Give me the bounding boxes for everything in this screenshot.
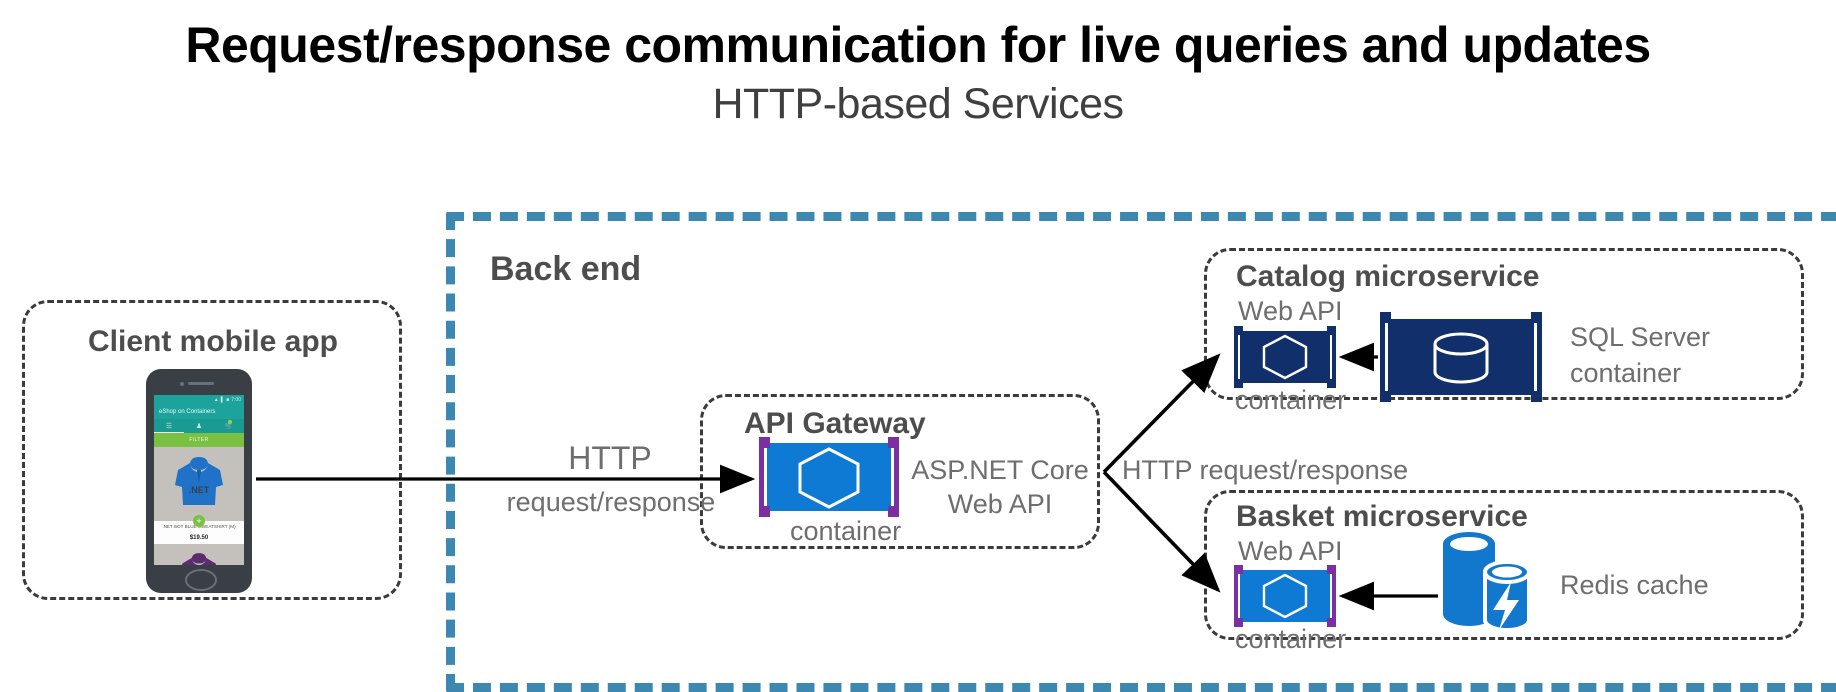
sql-server-label-line1: SQL Server (1570, 322, 1711, 352)
phone-speaker (188, 382, 214, 385)
next-product-photo (154, 544, 244, 565)
phone-mockup: ▲ ▌ ■ 7:00 eShop on Containers ☰ ♟ 🛒 FIL… (146, 369, 252, 593)
page-title: Request/response communication for live … (185, 17, 1651, 73)
phone-camera-icon (180, 382, 184, 386)
phone-status-bar: ▲ ▌ ■ 7:00 (154, 395, 244, 404)
battery-icon: ■ (226, 396, 230, 403)
catalog-microservice-box (1204, 248, 1804, 400)
catalog-webapi-label: Web API (1238, 296, 1343, 326)
filter-button[interactable]: FILTER (154, 433, 244, 447)
gateway-tech-label-line1: ASP.NET Core (911, 455, 1089, 485)
add-to-cart-icon[interactable]: + (193, 515, 205, 527)
phone-home-button[interactable] (185, 569, 217, 591)
hoodie-image-purple (182, 553, 216, 565)
cart-badge (228, 420, 232, 424)
svg-text:.NET: .NET (189, 485, 210, 495)
status-time: 7:00 (231, 396, 241, 403)
basket-microservice-title: Basket microservice (1236, 500, 1528, 533)
api-gateway-title: API Gateway (744, 407, 926, 440)
gateway-container-label: container (790, 516, 902, 546)
tab-underline (154, 431, 184, 433)
redis-cache-label: Redis cache (1560, 570, 1709, 600)
gateway-container-icon (759, 437, 899, 517)
api-gateway-box (700, 394, 1100, 549)
basket-webapi-label: Web API (1238, 536, 1343, 566)
http-label-line2: request/response (506, 487, 716, 517)
http-label-line1: HTTP (568, 440, 652, 476)
hoodie-image: .NET (175, 457, 223, 505)
redis-cache-icon (1437, 528, 1545, 638)
wifi-icon: ▲ (213, 396, 219, 403)
basket-container-icon (1234, 565, 1336, 627)
basket-container-label: container (1235, 624, 1347, 654)
sql-server-container-icon (1380, 312, 1542, 402)
catalog-microservice-title: Catalog microservice (1236, 260, 1540, 293)
client-mobile-app-box (22, 300, 402, 600)
app-title-bar: eShop on Containers (154, 404, 244, 419)
http-request-response-label: HTTP request/response (1122, 455, 1409, 485)
tab-cart-icon[interactable]: 🛒 (224, 423, 234, 430)
sql-server-label-line2: container (1570, 358, 1682, 388)
tab-menu-icon[interactable]: ☰ (165, 423, 173, 430)
gateway-tech-label-line2: Web API (947, 489, 1053, 519)
backend-label: Back end (490, 250, 642, 288)
product-photo: .NET + (154, 447, 244, 527)
signal-icon: ▌ (220, 396, 225, 403)
phone-screen: ▲ ▌ ■ 7:00 eShop on Containers ☰ ♟ 🛒 FIL… (154, 395, 244, 565)
tab-profile-icon[interactable]: ♟ (195, 423, 203, 430)
catalog-container-label: container (1235, 385, 1347, 415)
app-tab-bar: ☰ ♟ 🛒 (154, 419, 244, 433)
client-mobile-app-title: Client mobile app (87, 325, 339, 358)
page-subtitle: HTTP-based Services (712, 80, 1124, 128)
product-price: $19.50 (154, 532, 244, 544)
catalog-container-icon (1234, 326, 1336, 388)
